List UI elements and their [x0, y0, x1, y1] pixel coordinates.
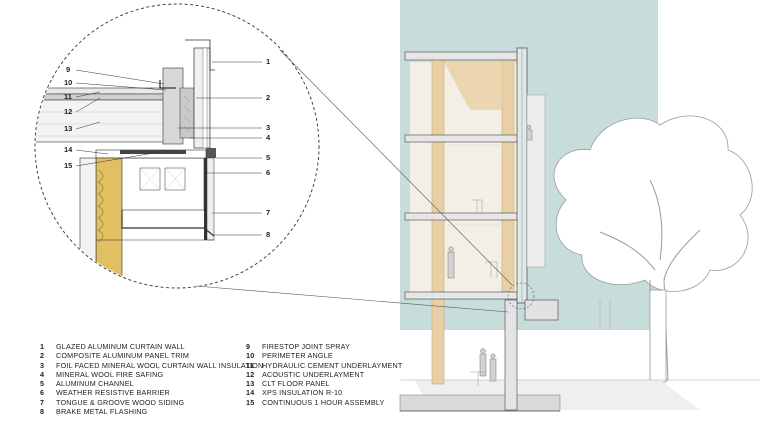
callout-2: 2 — [266, 93, 270, 102]
callout-3: 3 — [266, 123, 270, 132]
ground — [399, 379, 760, 412]
legend-column-2: 9Firestop Joint Spray 10Perimeter Angle … — [246, 342, 403, 407]
legend-item: 5Aluminum Channel — [40, 379, 134, 389]
callout-7: 7 — [266, 208, 270, 217]
callout-5: 5 — [266, 153, 270, 162]
callout-14: 14 — [64, 145, 73, 154]
callout-6: 6 — [266, 168, 270, 177]
legend-item: 15Continuous 1 Hour Assembly — [246, 397, 385, 407]
callout-1: 1 — [266, 57, 270, 66]
detail-circle: 9 10 11 12 13 14 15 1 2 3 4 5 6 7 8 — [34, 3, 320, 289]
callout-9: 9 — [66, 65, 70, 74]
legend-item: 8Brake Metal Flashing — [40, 407, 148, 417]
callout-10: 10 — [64, 78, 72, 87]
acoustic-underlayment — [36, 93, 181, 101]
detail-connector — [195, 49, 535, 313]
callout-12: 12 — [64, 107, 72, 116]
floor-slab — [404, 291, 526, 300]
legend-item: 9Firestop Joint Spray — [246, 342, 351, 351]
perimeter-angle — [159, 80, 176, 89]
legend-item: 3Foil Faced Mineral Wool Curtain Wall In… — [40, 360, 264, 370]
legend-item: 2Composite Aluminum Panel Trim — [40, 351, 190, 361]
floor-slab — [404, 134, 526, 143]
roof-slab — [404, 51, 526, 61]
wood-siding — [206, 157, 215, 241]
legend-item: 11Hydraulic Cement Underlayment — [246, 360, 403, 370]
legend-item: 10Perimeter Angle — [246, 351, 333, 361]
legend-item: 4Mineral Wool Fire Safing — [40, 369, 164, 379]
person-figure — [447, 124, 533, 382]
floor-slab — [404, 212, 526, 221]
fire-safing — [179, 87, 195, 139]
legend-item: 12Acoustic Underlayment — [246, 369, 365, 379]
callout-11: 11 — [64, 92, 72, 101]
legend-item: 7Tongue & Groove Wood Siding — [40, 397, 185, 407]
callout-15: 15 — [64, 161, 72, 170]
timber-column — [431, 57, 445, 385]
legend-column-1: 1Glazed Aluminum Curtain Wall 2Composite… — [40, 342, 263, 416]
legend-item: 6Weather Resistive Barrier — [40, 388, 170, 398]
timber-column — [501, 57, 515, 299]
hydraulic-cement-layer — [36, 87, 181, 95]
weather-barrier — [204, 158, 207, 240]
aluminum-channel — [206, 148, 216, 158]
callout-8: 8 — [266, 230, 270, 239]
building-section — [404, 47, 559, 411]
legend-item: 1Glazed Aluminum Curtain Wall — [40, 342, 185, 351]
tree-illustration — [553, 115, 753, 383]
brake-metal-flashing — [121, 210, 215, 237]
callout-4: 4 — [266, 133, 271, 142]
clt-floor-panel — [36, 99, 181, 143]
callout-13: 13 — [64, 124, 72, 133]
wall-insulation-column — [95, 157, 123, 287]
